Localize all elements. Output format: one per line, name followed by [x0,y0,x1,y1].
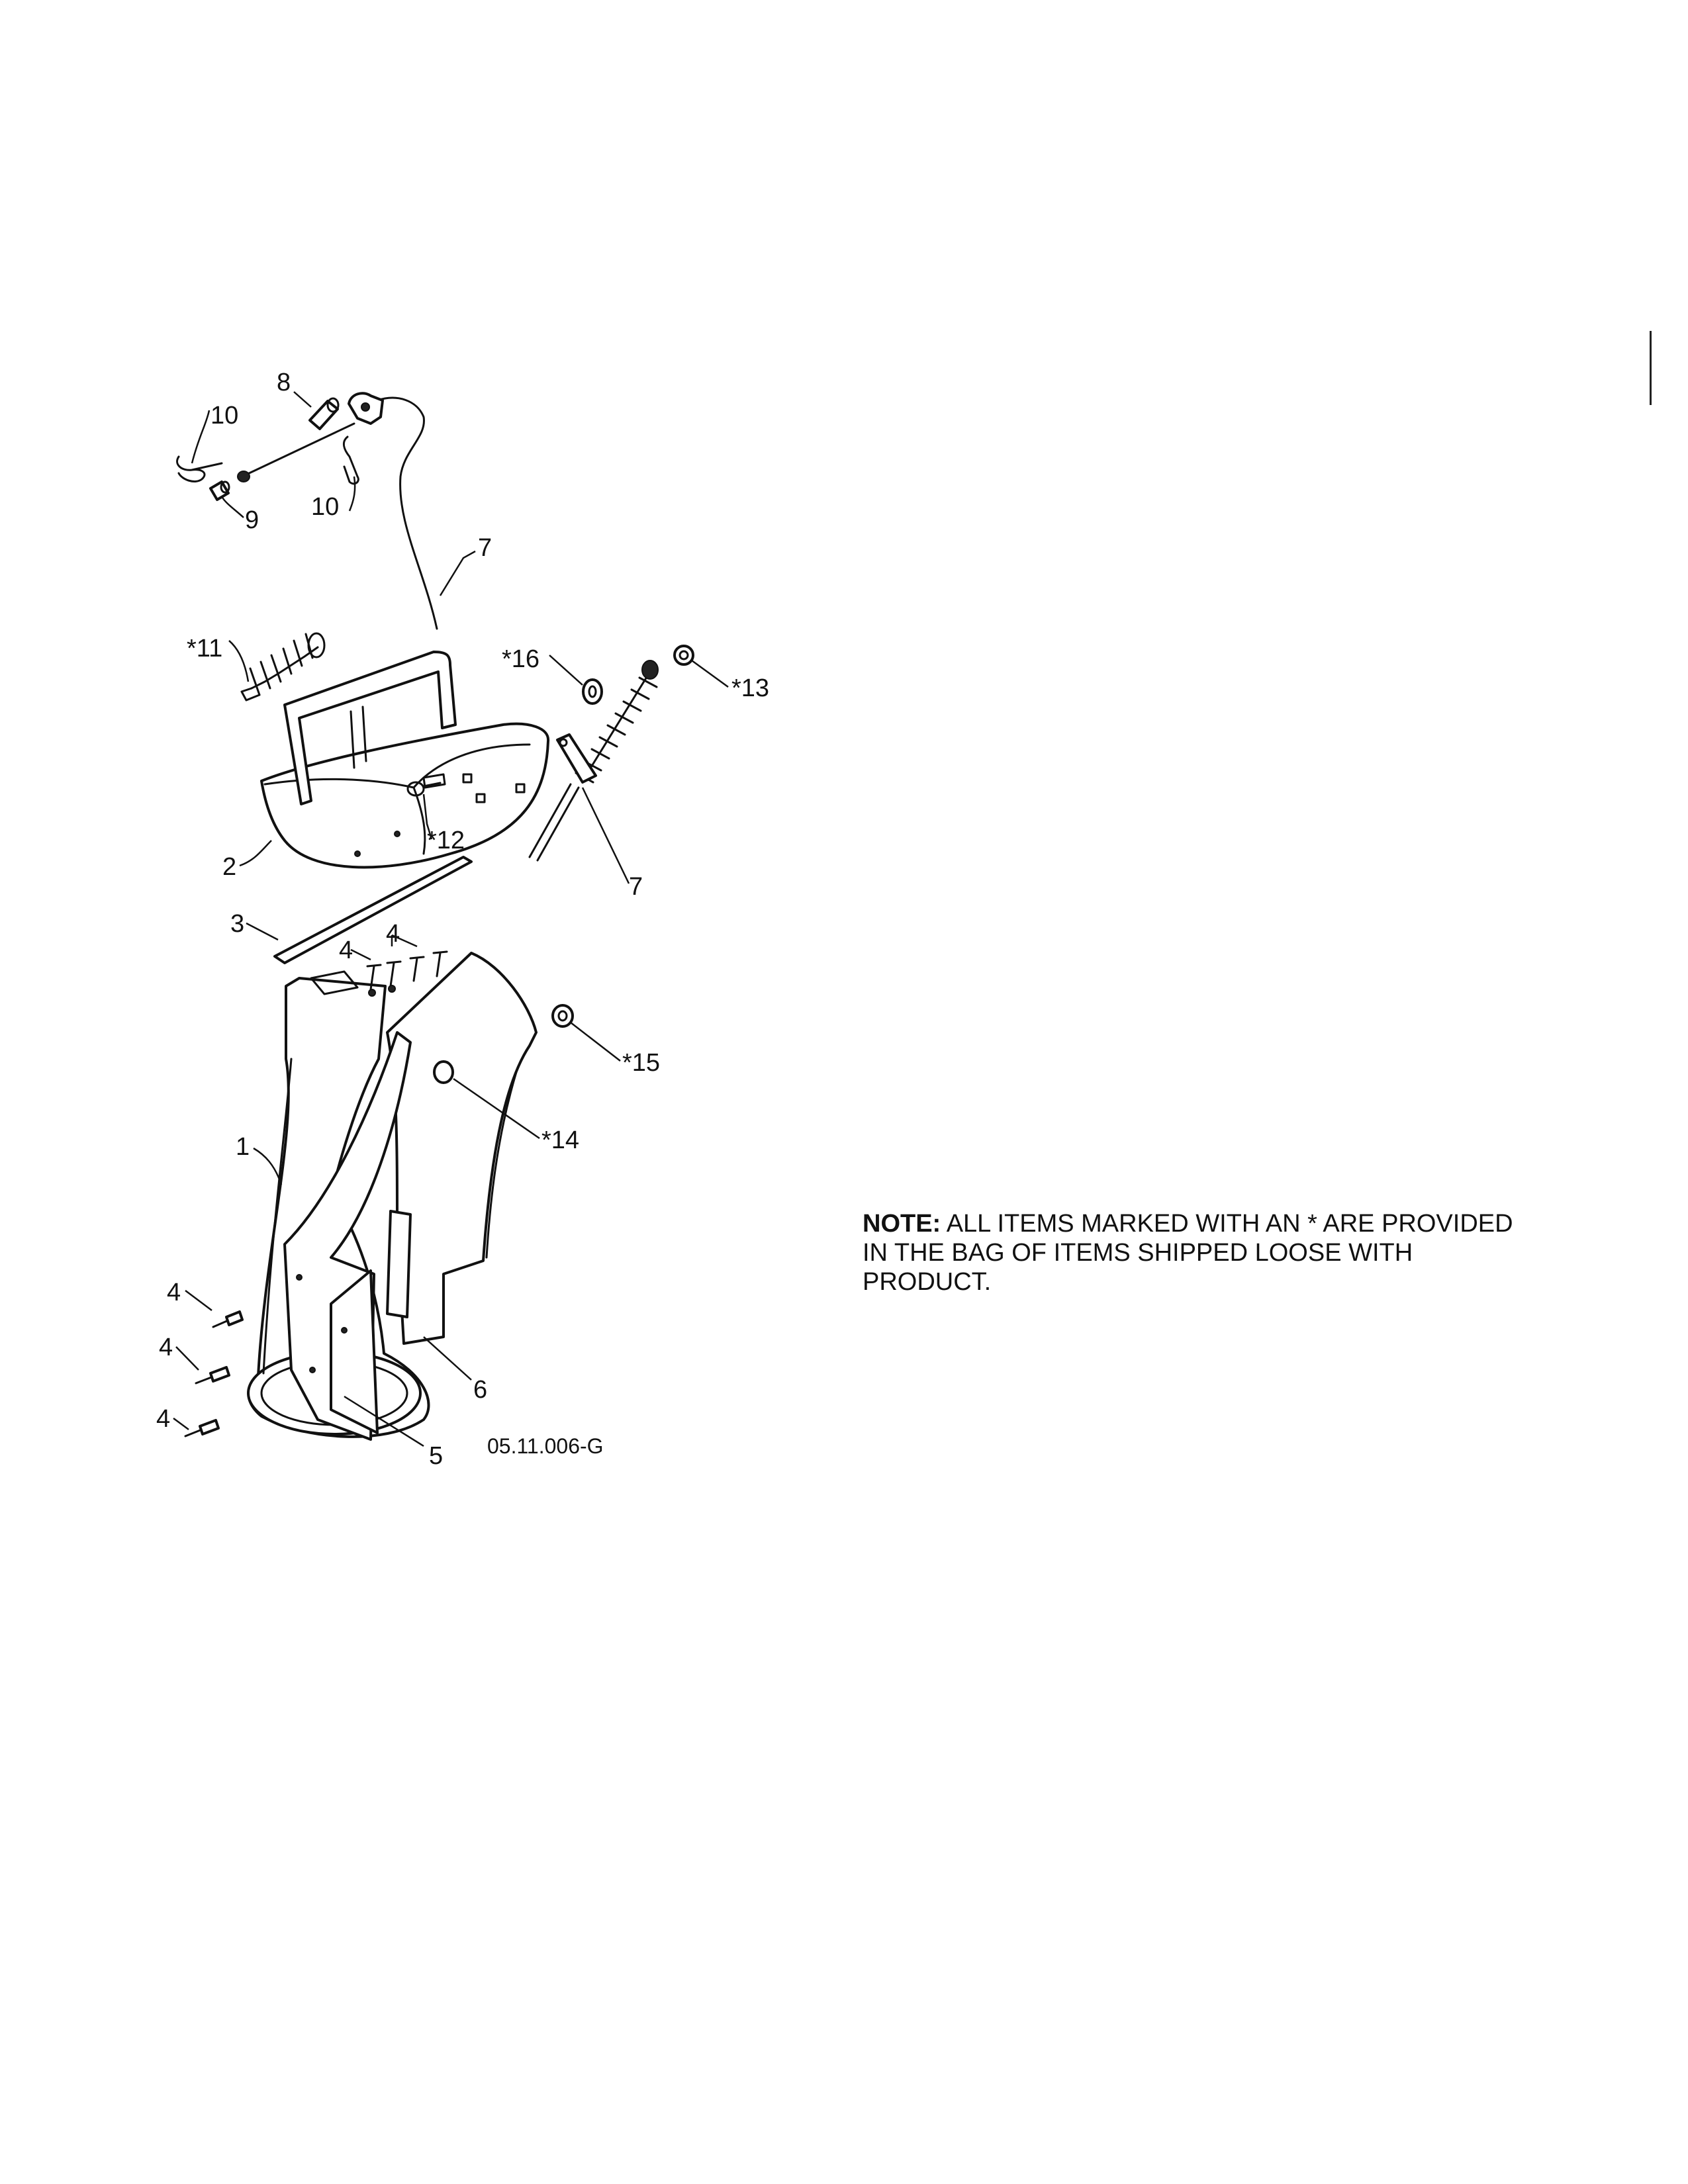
callout-13: *13 [731,674,769,702]
note-label: NOTE: [863,1210,941,1238]
rivet-loose-1 [212,1310,244,1328]
front-flap-part [283,1031,412,1441]
note-text: ALL ITEMS MARKED WITH AN * ARE PROVIDED … [863,1210,1513,1296]
bushing-part [308,397,340,430]
washer-part [582,678,603,705]
rivet-loose-2 [195,1366,230,1385]
chute-top-opening [310,970,359,995]
rivet-loose-3 [184,1419,220,1437]
deflector-part [260,651,550,869]
leader-lines [173,391,729,1447]
chute-side-plate-part [386,952,538,1345]
scan-edge-mark [1650,331,1652,405]
pin-part [406,781,442,797]
callout-7-lower: 7 [629,873,643,901]
callout-15: *15 [622,1049,660,1077]
callout-5: 5 [429,1442,443,1470]
callout-4-top-left: 4 [339,936,353,964]
bolt-part [433,1060,454,1084]
callout-16: *16 [502,645,539,673]
nut-part [673,645,694,666]
callout-7-upper: 7 [478,534,492,562]
cable-ferrule [237,471,250,482]
callout-3: 3 [230,910,244,938]
callout-11: *11 [187,635,222,662]
cable-lower-part [528,660,659,862]
locknut-part [551,1004,574,1028]
callout-14: *14 [541,1126,579,1154]
callout-6: 6 [473,1376,487,1404]
spring-part [240,632,326,702]
callout-2: 2 [222,853,236,881]
cable-end-bracket [244,392,384,477]
callout-12: *12 [427,827,465,854]
small-bushing-part [209,480,230,501]
cable-upper-part [376,396,438,630]
callout-labels: 10 8 9 10 7 *11 *16 *13 2 *12 7 3 4 4 *1… [156,369,769,1470]
figure-code: 05.11.006-G [487,1434,604,1458]
callout-10-top: 10 [211,402,238,430]
chute-strip-part [273,856,473,964]
callout-4-loose-2: 4 [159,1334,173,1361]
callout-4-loose-1: 4 [167,1279,181,1306]
callout-4-loose-3: 4 [156,1405,170,1433]
callout-4-top-right: 4 [386,920,400,948]
callout-9: 9 [245,506,259,534]
hairpin-clip-left-part [176,455,223,482]
hairpin-clip-right-part [342,435,359,485]
note-block: NOTE: ALL ITEMS MARKED WITH AN * ARE PRO… [863,1209,1524,1297]
callout-1: 1 [236,1133,250,1161]
callout-10-right: 10 [311,493,339,521]
rivets-top-part [366,950,448,997]
callout-8: 8 [277,369,291,396]
